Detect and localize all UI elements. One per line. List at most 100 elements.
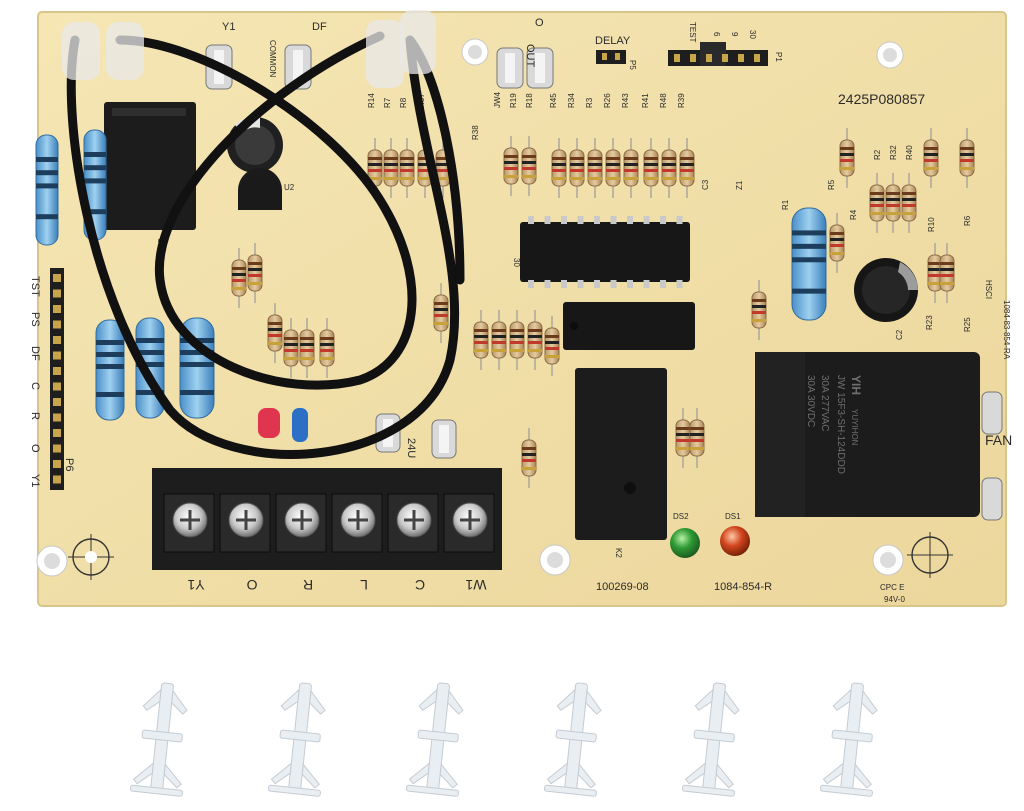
ic-pin — [594, 280, 600, 288]
pin-label: Y1 — [29, 474, 41, 487]
board-code-bottom: 100269-08 — [596, 581, 649, 593]
mounting-hole — [68, 534, 114, 580]
resistor — [509, 310, 525, 370]
designator-label: R34 — [567, 93, 576, 108]
resistor — [661, 138, 677, 198]
header-pin — [53, 429, 61, 437]
fan-terminals: FAN — [981, 391, 1012, 521]
resistor — [283, 318, 299, 378]
designator-label: R4 — [849, 209, 858, 220]
ic-u1: 30 — [512, 216, 690, 288]
terminal-screw — [331, 493, 383, 553]
wire-grommets — [62, 10, 436, 88]
resistor — [319, 318, 335, 378]
mounting-hole — [876, 41, 904, 69]
label-df: DF — [312, 21, 327, 33]
test-pin-label: 6 — [712, 32, 721, 37]
designator-label: R39 — [677, 93, 686, 108]
header-pin — [53, 367, 61, 375]
power-resistor — [791, 207, 827, 321]
relay-brand: YIH — [849, 375, 863, 395]
pin-label: R — [29, 412, 41, 420]
terminal-label: W1 — [465, 577, 486, 593]
designator-label: R14 — [367, 93, 376, 108]
ic-pin — [643, 280, 650, 288]
ic-pin — [627, 216, 633, 224]
board-code-vertical: 1084-83-854-RA — [1002, 300, 1011, 360]
header-pin — [53, 460, 61, 468]
standoff-clip — [543, 682, 602, 797]
resistor — [521, 136, 537, 196]
designator-label: R26 — [603, 93, 612, 108]
header-pin — [706, 54, 712, 62]
designator-label: R41 — [641, 93, 650, 108]
relay-sub-brand: YUYIHON — [850, 409, 859, 446]
standoff-clip — [267, 682, 326, 797]
electrolytic-capacitor-c2 — [854, 258, 918, 322]
ic-u2 — [563, 302, 695, 350]
ic-pin — [660, 216, 666, 224]
mounting-hole — [36, 545, 68, 577]
standoff-clips — [129, 682, 878, 797]
resistor — [399, 138, 415, 198]
header-pin — [754, 54, 760, 62]
q1-label: U2 — [284, 183, 295, 192]
resistor — [527, 310, 543, 370]
spade-terminal — [431, 419, 457, 459]
relay-rating-2: 30A 30VDC — [805, 375, 816, 427]
resistor — [544, 316, 560, 376]
resistor — [383, 138, 399, 198]
ic-pin — [544, 280, 551, 288]
relay-k2: K2 — [575, 368, 667, 558]
designator-label: R10 — [927, 217, 936, 232]
resistor — [367, 138, 383, 198]
resistor — [473, 310, 489, 370]
terminal-label: R — [303, 577, 313, 593]
tan-resistors — [231, 128, 975, 488]
led-ds2: DS2 — [670, 512, 700, 558]
mounting-hole — [872, 544, 904, 576]
resistor — [605, 138, 621, 198]
designator-label: R23 — [925, 315, 934, 330]
resistor — [959, 128, 975, 188]
ic-pin — [627, 280, 633, 288]
resistor — [569, 138, 585, 198]
designator-label: R19 — [509, 93, 518, 108]
designator-label: R25 — [963, 317, 972, 332]
resistor — [829, 213, 845, 273]
pin-labels-left: TST PS DF C R O Y1 P6 — [29, 276, 75, 487]
terminal-block — [152, 468, 502, 570]
resistor — [267, 303, 283, 363]
resistor — [433, 283, 449, 343]
header-pin — [53, 382, 61, 391]
header-pin — [53, 336, 61, 344]
designator-label: R8 — [399, 97, 408, 108]
relay-k3: U1 — [104, 102, 196, 249]
relay-rating-1: 30A 277VAC — [819, 375, 830, 432]
test-header: TEST 6 9 30 P1 — [668, 22, 783, 66]
designator-label: R3 — [585, 97, 594, 108]
power-resistor — [35, 134, 59, 246]
pin-label: TST — [29, 276, 41, 297]
led-label: DS1 — [725, 512, 741, 521]
header-pin — [53, 320, 61, 329]
designator-label: R1 — [781, 199, 790, 210]
terminal-screw — [163, 493, 215, 553]
designator-label: R38 — [471, 125, 480, 140]
mounting-hole — [907, 532, 953, 578]
terminal-screw — [275, 493, 327, 553]
resistor — [299, 318, 315, 378]
electrolytic-capacitor — [227, 116, 283, 173]
test-pin-label: 30 — [748, 30, 757, 39]
terminal-label: L — [360, 577, 368, 593]
designator-label: R40 — [905, 145, 914, 160]
pin-label: C — [29, 382, 41, 390]
ic-pin — [610, 280, 617, 288]
relay-main: YIH YUYIHON JW 15F3-SH-124DDD 30A 277VAC… — [755, 352, 980, 517]
mounting-holes — [36, 38, 953, 580]
top-spade-terminals — [205, 44, 554, 459]
test-label: TEST — [688, 22, 697, 43]
